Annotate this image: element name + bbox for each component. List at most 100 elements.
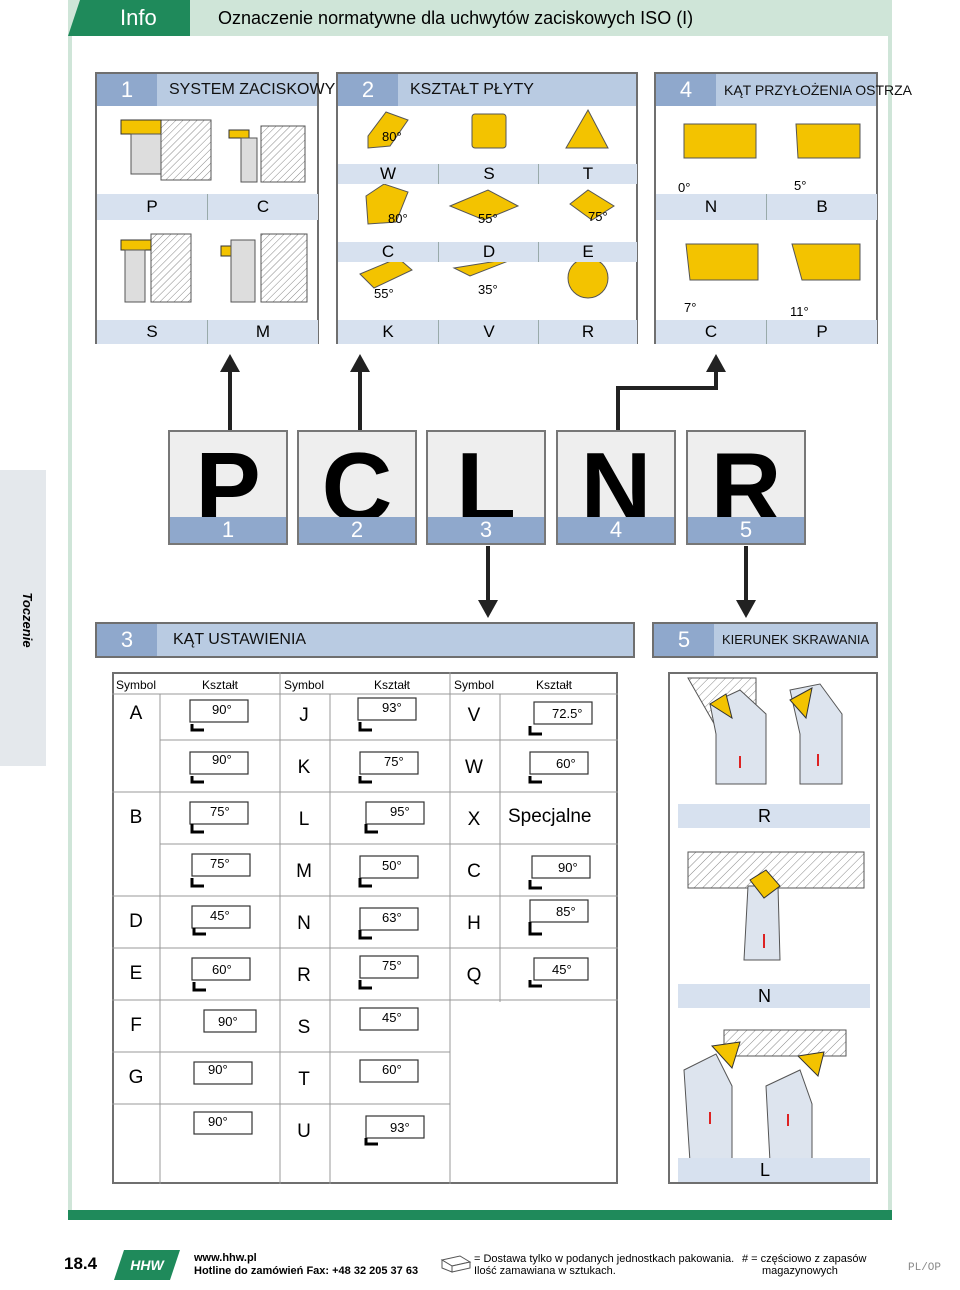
footer-bar <box>68 1210 892 1220</box>
footer-hotline: Hotline do zamówień Fax: +48 32 205 37 6… <box>194 1265 419 1277</box>
code-letter-box: N 4 <box>556 430 676 545</box>
clearance-drawings <box>683 123 861 281</box>
panel-number: 1 <box>97 74 157 106</box>
cutting-direction-drawings <box>678 677 870 1182</box>
col-header: Symbol <box>454 678 495 692</box>
panel-cutting-direction-header: 5 KIERUNEK SKRAWANIA <box>652 622 878 658</box>
code-letter-box: C 2 <box>297 430 417 545</box>
code-E: E <box>538 242 637 262</box>
code-C: C <box>656 320 766 344</box>
code-position: 3 <box>428 517 544 543</box>
angle-value: 75° <box>210 804 230 819</box>
code-position: 1 <box>170 517 286 543</box>
panel-title: KIERUNEK SKRAWANIA <box>722 632 870 647</box>
code-S: S <box>97 320 207 344</box>
brand-logo: HHW <box>114 1250 180 1280</box>
panel-insert-shape: 2 KSZTAŁT PŁYTY 80° 80° 55° 75° 55° 35° … <box>336 72 638 344</box>
left-frame-line <box>68 36 72 1220</box>
panel-clearance-angle: 4 KĄT PRZYŁOŻENIA OSTRZA 0° 5° 7° 11° N … <box>654 72 912 344</box>
symbol-G: G <box>128 1067 144 1088</box>
code-W: W <box>338 164 438 184</box>
code-P: P <box>97 194 207 220</box>
symbol-W: W <box>465 757 483 778</box>
angle-value: 45° <box>552 962 572 977</box>
panel-title: KĄT PRZYŁOŻENIA OSTRZA <box>724 82 913 98</box>
clamp-drawings-bottom <box>120 233 308 303</box>
code-S: S <box>438 164 539 184</box>
angle-value: 60° <box>556 756 576 771</box>
code-P: P <box>766 320 877 344</box>
panel-title: KĄT USTAWIENIA <box>173 631 307 648</box>
symbol-K: K <box>297 757 311 778</box>
angle-label: 55° <box>478 211 498 226</box>
angle-value: 90° <box>558 860 578 875</box>
code-V: V <box>438 320 539 344</box>
sidebar-tab <box>0 470 46 766</box>
symbol-M: M <box>296 861 312 882</box>
right-frame-line <box>888 36 892 1220</box>
code-letter-box: P 1 <box>168 430 288 545</box>
angle-value: 72.5° <box>552 706 583 721</box>
code-R: R <box>538 320 637 344</box>
code-M: M <box>207 320 318 344</box>
angle-value: 95° <box>390 804 410 819</box>
code-C: C <box>338 242 438 262</box>
angle-label: 11° <box>790 304 809 319</box>
symbol-T: T <box>298 1069 310 1090</box>
code-D: D <box>438 242 539 262</box>
code-B: B <box>766 194 877 220</box>
page-title: Oznaczenie normatywne dla uchwytów zacis… <box>218 8 694 28</box>
footer-stock-note: # = częściowo z zapasów <box>742 1253 867 1265</box>
symbol-V: V <box>467 705 481 726</box>
col-header: Kształt <box>374 678 411 692</box>
angle-value: 45° <box>210 908 230 923</box>
panel-title: SYSTEM ZACISKOWY <box>169 81 336 98</box>
angle-label: 75° <box>588 209 608 224</box>
symbol-J: J <box>299 705 309 726</box>
symbol-N: N <box>297 913 311 934</box>
clamp-drawings-top <box>120 119 306 183</box>
panel-number: 4 <box>656 74 716 106</box>
panel-header <box>97 624 633 656</box>
angle-value: 85° <box>556 904 576 919</box>
footer-url[interactable]: www.hhw.pl <box>194 1252 257 1264</box>
symbol-F: F <box>130 1015 142 1036</box>
col-header: Kształt <box>202 678 239 692</box>
code-T: T <box>538 164 637 184</box>
angle-value: 93° <box>390 1120 410 1135</box>
footer-stock-note: magazynowych <box>762 1265 838 1277</box>
angle-value: 50° <box>382 858 402 873</box>
panel-setting-angle-header: 3 KĄT USTAWIENIA <box>95 622 635 658</box>
angle-value: 60° <box>382 1062 402 1077</box>
symbol-U: U <box>297 1121 311 1142</box>
angle-label: 7° <box>684 300 697 315</box>
sidebar-label: Toczenie <box>20 592 35 647</box>
angle-value: 90° <box>218 1014 238 1029</box>
info-tab: Info <box>68 0 190 36</box>
symbol-D: D <box>129 911 143 932</box>
footer-note: = Dostawa tylko w podanych jednostkach p… <box>474 1253 735 1265</box>
table-grid <box>112 672 618 1184</box>
angle-value: 75° <box>210 856 230 871</box>
package-icon <box>440 1255 472 1273</box>
panel-number: 3 <box>97 624 157 656</box>
symbol-C: C <box>467 861 481 882</box>
angle-label: 5° <box>794 178 807 193</box>
symbol-B: B <box>129 807 143 828</box>
col-header: Kształt <box>536 678 573 692</box>
symbol-S: S <box>297 1017 311 1038</box>
angle-label: 0° <box>678 180 691 195</box>
panel-clamping-system: 1 SYSTEM ZACISKOWY P C S M <box>95 72 335 344</box>
footer-note: Ilość zamawiana w sztukach. <box>474 1265 616 1277</box>
symbol-Q: Q <box>466 965 482 986</box>
direction-label-L: L <box>760 1160 771 1180</box>
symbol-R: R <box>297 965 311 986</box>
angle-label: 35° <box>478 282 498 297</box>
direction-label-N: N <box>758 986 771 1006</box>
code-letter-box: R 5 <box>686 430 806 545</box>
angle-value: 60° <box>212 962 232 977</box>
panel-number: 2 <box>338 74 398 106</box>
symbol-E: E <box>129 963 143 984</box>
angle-value: 90° <box>208 1114 228 1129</box>
code-letter-box: L 3 <box>426 430 546 545</box>
